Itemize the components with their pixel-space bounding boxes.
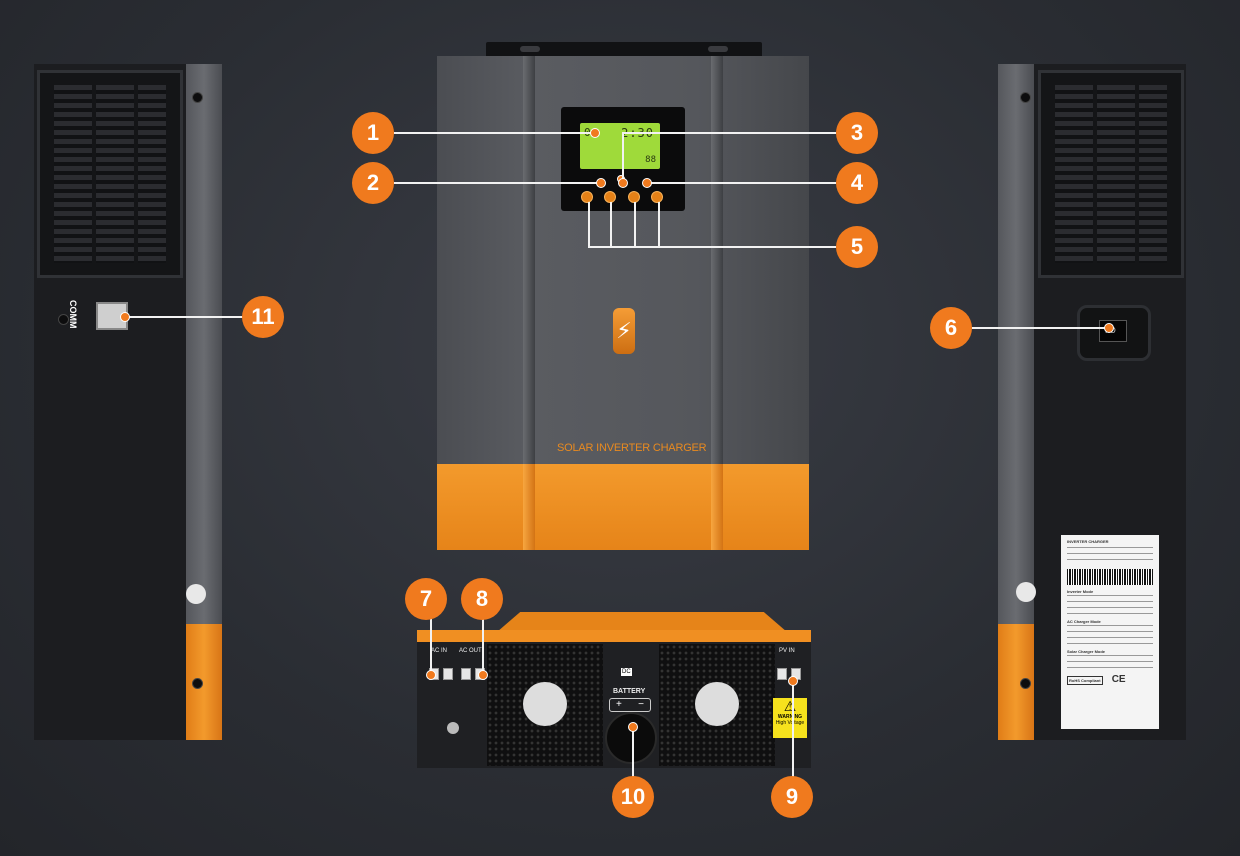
- comm-label: COMM: [68, 300, 78, 329]
- right-vent: [1038, 70, 1184, 278]
- callout-line-7: [430, 614, 432, 672]
- callout-line-10: [632, 726, 634, 778]
- label-section-ac-charger: AC Charger Mode: [1067, 619, 1101, 624]
- callout-7: 7: [405, 578, 447, 620]
- round-sticker: [186, 584, 206, 604]
- esc-button[interactable]: [581, 191, 593, 203]
- callout-5: 5: [836, 226, 878, 268]
- callout-line-1: [394, 132, 594, 134]
- bottom-view: AC IN AC OUT PV IN DC BATTERY + − ⚠ WARN…: [417, 612, 811, 768]
- ac-in-terminal[interactable]: [443, 668, 453, 680]
- callout-dot: [120, 312, 130, 322]
- callout-dot: [1104, 323, 1114, 333]
- dc-label: DC: [621, 668, 632, 676]
- warning-subtitle: High Voltage: [775, 720, 805, 726]
- round-sticker: [1016, 582, 1036, 602]
- orange-base: [437, 464, 809, 550]
- battery-label: BATTERY: [613, 688, 646, 695]
- screw: [1020, 678, 1031, 689]
- callout-line-9: [792, 680, 794, 778]
- pv-terminal[interactable]: [777, 668, 787, 680]
- callout-line-2: [394, 182, 600, 184]
- callout-dot: [596, 178, 606, 188]
- callout-line-3: [622, 132, 836, 134]
- callout-dot: [590, 128, 600, 138]
- callout-10: 10: [612, 776, 654, 818]
- cooling-fan-left: [487, 644, 603, 766]
- callout-4: 4: [836, 162, 878, 204]
- warning-icon: ⚠: [783, 698, 797, 714]
- callout-dot: [628, 722, 638, 732]
- warning-sticker: ⚠ WARNING High Voltage: [773, 698, 807, 738]
- enter-button[interactable]: [651, 191, 663, 203]
- label-section-solar-charger: Solar Charger Mode: [1067, 649, 1106, 654]
- callout-line-4: [646, 182, 836, 184]
- callout-9: 9: [771, 776, 813, 818]
- battery-plus: +: [616, 699, 622, 710]
- callout-line-5-drop: [588, 202, 590, 248]
- lightning-icon: ⚡: [613, 308, 635, 354]
- warning-title: WARNING: [777, 714, 803, 720]
- barcode: [1067, 569, 1153, 585]
- label-title: INVERTER CHARGER: [1067, 539, 1109, 544]
- cooling-fan-right: [659, 644, 775, 766]
- ground-screw: [447, 722, 459, 734]
- battery-cable-gland[interactable]: [605, 712, 657, 764]
- screw: [192, 678, 203, 689]
- left-side-view: [34, 64, 222, 740]
- callout-line-5-drop: [610, 202, 612, 248]
- callout-dot: [426, 670, 436, 680]
- callout-line-5: [588, 246, 836, 248]
- rohs-mark: RoHS Compliant: [1067, 676, 1103, 685]
- callout-1: 1: [352, 112, 394, 154]
- callout-dot: [642, 178, 652, 188]
- callout-6: 6: [930, 307, 972, 349]
- pv-in-label: PV IN: [779, 648, 795, 654]
- callout-8: 8: [461, 578, 503, 620]
- ce-mark: CE: [1111, 674, 1126, 685]
- label-section-inverter: Inverter Mode: [1067, 589, 1094, 594]
- screw: [1020, 92, 1031, 103]
- power-switch-housing: I O: [1077, 305, 1151, 361]
- callout-3: 3: [836, 112, 878, 154]
- callout-line-8: [482, 614, 484, 674]
- callout-line-5-drop: [658, 202, 660, 248]
- callout-2: 2: [352, 162, 394, 204]
- ac-out-label: AC OUT: [459, 648, 482, 654]
- mounting-bracket: [486, 42, 762, 58]
- callout-dot: [478, 670, 488, 680]
- ac-out-terminal[interactable]: [461, 668, 471, 680]
- lcd-bottom-digits: 88: [645, 155, 656, 165]
- product-label: INVERTER CHARGER Inverter Mode AC Charge…: [1061, 535, 1159, 729]
- left-vent: [37, 70, 183, 278]
- screw: [58, 314, 69, 325]
- callout-dot: [788, 676, 798, 686]
- bottom-orange-strip: [417, 630, 811, 642]
- battery-terminal-cover: + −: [609, 698, 651, 712]
- ac-in-label: AC IN: [431, 648, 448, 654]
- callout-line-6: [972, 327, 1108, 329]
- right-side-view: [998, 64, 1186, 740]
- callout-line-11: [124, 316, 244, 318]
- bottom-top-edge: [497, 612, 787, 632]
- screw: [192, 92, 203, 103]
- callout-line-5-drop: [634, 202, 636, 248]
- battery-minus: −: [638, 699, 644, 710]
- brand-label: SOLAR INVERTER CHARGER: [557, 442, 707, 454]
- callout-line-3-drop: [622, 132, 624, 180]
- callout-dot: [618, 178, 628, 188]
- front-view: 0 2:30 88 ⚡ SOLAR INVERTER CHARGER: [437, 56, 809, 550]
- callout-11: 11: [242, 296, 284, 338]
